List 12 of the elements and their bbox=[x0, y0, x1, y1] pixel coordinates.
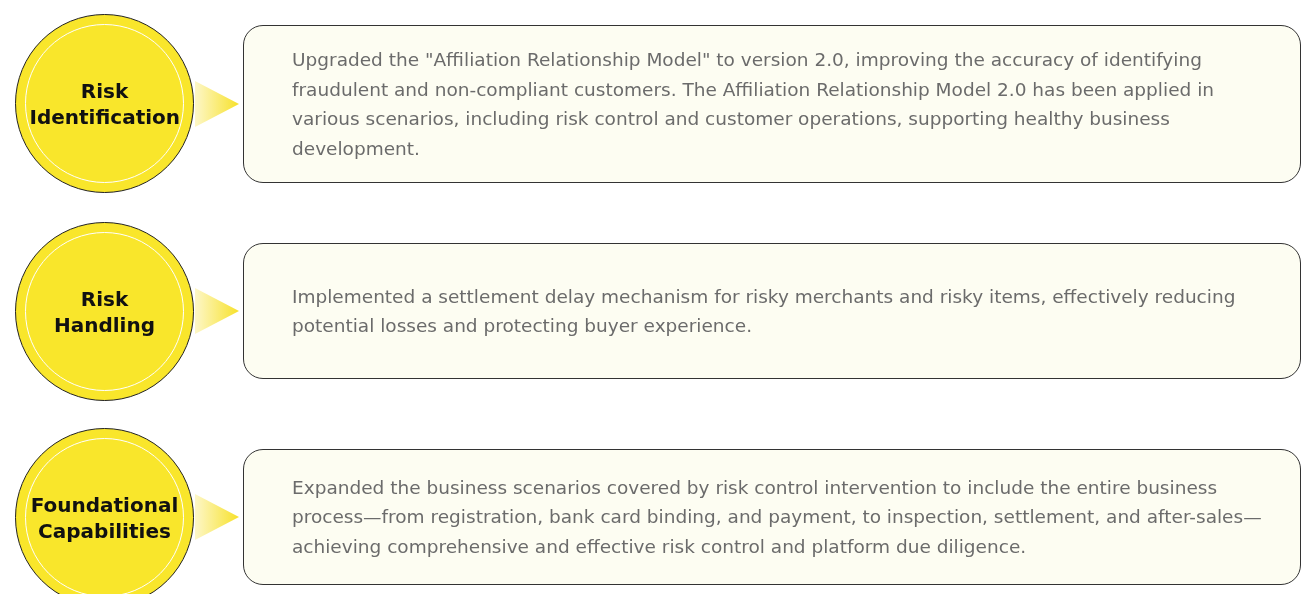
description-card bbox=[243, 243, 1301, 379]
description-text: Implemented a settlement delay mechanism for risky merchants and risky items, effectively reducing potential losses and protecting buyer experience. bbox=[292, 284, 1237, 338]
description-card bbox=[243, 25, 1301, 183]
arrow bbox=[195, 81, 239, 127]
description-text: Upgraded the "Affiliation Relationship Model" to version 2.0, improving the accuracy of identifying fraudulent and non-compliant customers. The Affiliation Relationship Model 2.0 has been applied in various scenarios, including risk control and customer operations, supporting healthy business development. bbox=[292, 48, 1215, 161]
topic-title: Risk Handling bbox=[53, 285, 155, 338]
description-text: Expanded the business scenarios covered by risk control intervention to include the entire business process—from registration, bank card binding, and payment, to inspection, settlement, and after-sales—achieving comprehensive and effective risk control and platform due diligence. bbox=[292, 475, 1263, 559]
arrow bbox=[195, 494, 239, 540]
description-card bbox=[243, 449, 1301, 585]
arrow bbox=[195, 288, 239, 334]
topic-title: Foundational Capabilities bbox=[30, 491, 179, 544]
topic-title: Risk Identification bbox=[29, 77, 180, 130]
